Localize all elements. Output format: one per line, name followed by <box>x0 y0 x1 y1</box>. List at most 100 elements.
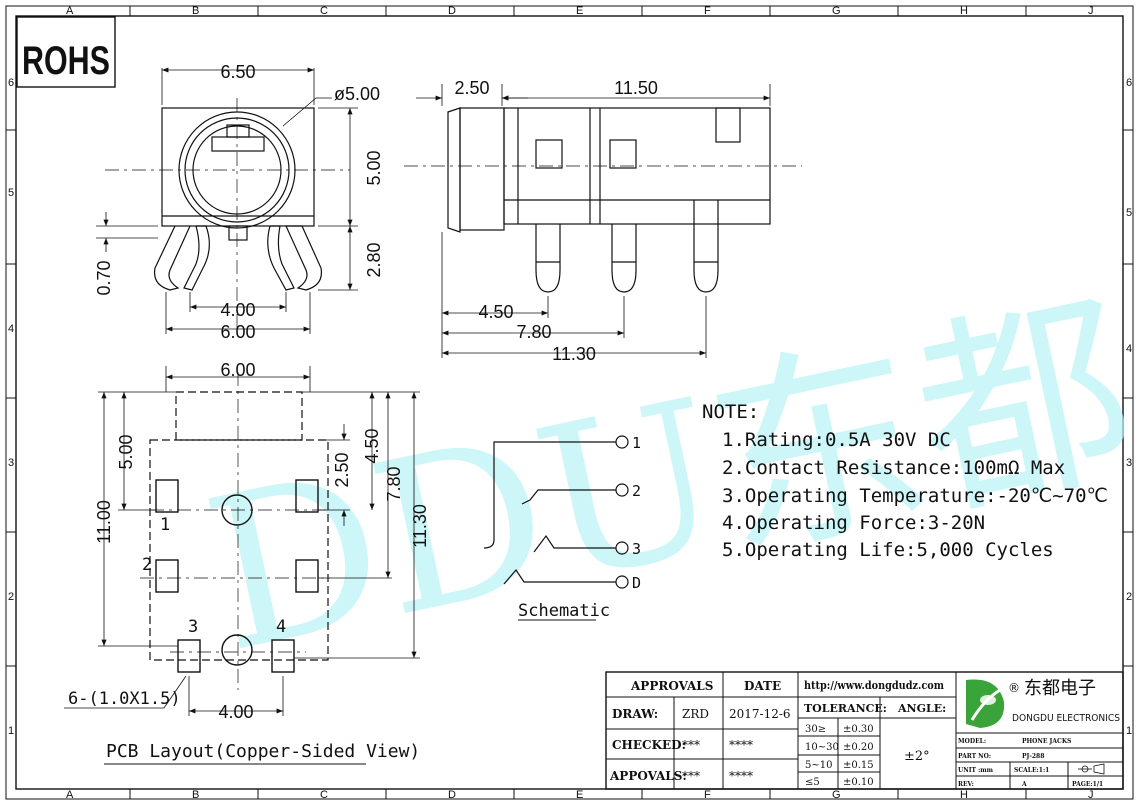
notes-title: NOTE: <box>702 401 759 423</box>
terminal-d: D <box>632 574 641 592</box>
dim-diameter: ø5.00 <box>334 84 380 104</box>
dim-pin-span-inner: 4.00 <box>220 300 255 320</box>
col-label: G <box>832 789 841 801</box>
dim-pad-span: 4.00 <box>218 702 253 722</box>
checked-label: CHECKED: <box>612 738 686 752</box>
pcb-caption: PCB Layout(Copper-Sided View) <box>106 741 420 762</box>
row-label: 1 <box>8 725 14 737</box>
dim-height: 5.00 <box>364 150 384 185</box>
dim-nose: 2.50 <box>454 78 489 98</box>
checked-name: *** <box>682 738 700 752</box>
unit-label: UNIT :mm <box>958 767 994 774</box>
rohs-label: ROHS <box>22 39 110 83</box>
registered-mark: ® <box>1008 681 1020 695</box>
tol-value: ±0.30 <box>843 724 874 735</box>
pad-note: 6-(1.0X1.5) <box>68 689 181 709</box>
approvals-label: APPOVALS: <box>609 769 687 783</box>
col-label: H <box>960 5 968 17</box>
side-view <box>404 84 802 358</box>
draw-label: DRAW: <box>612 707 658 721</box>
approvals-header: APPROVALS <box>630 679 713 693</box>
col-label: E <box>576 789 583 801</box>
dim-pcb-500: 5.00 <box>116 434 136 469</box>
approvals-name: *** <box>682 769 700 783</box>
tol-range: 30≥ <box>805 724 826 735</box>
col-label: J <box>1088 789 1094 801</box>
border-frame <box>5 5 1134 800</box>
col-label: G <box>832 5 841 17</box>
dim-pin-span-outer: 6.00 <box>220 322 255 342</box>
note-item: 3.Operating Temperature:-20℃~70℃ <box>722 485 1108 507</box>
border-labels: A B C D E F G H J A B C D E F G H J 6 5 … <box>8 5 1132 801</box>
pcb-layout <box>64 366 420 716</box>
row-label: 6 <box>8 77 14 89</box>
company-url: http://www.dongdudz.com <box>804 679 944 692</box>
pin-label-2: 2 <box>142 555 152 575</box>
row-label: 1 <box>1126 725 1132 737</box>
checked-date: **** <box>729 738 753 752</box>
row-label: 6 <box>1126 77 1132 89</box>
row-label: 3 <box>8 457 14 469</box>
row-label: 5 <box>1126 207 1132 219</box>
tol-range: 10~30 <box>805 742 839 753</box>
projection-symbol-icon <box>1078 763 1105 775</box>
row-label: 4 <box>1126 343 1132 355</box>
tol-value: ±0.10 <box>843 777 874 788</box>
col-label: F <box>704 5 711 17</box>
part-info: MODEL: PHONE JACKS PART NO: PJ-288 UNIT … <box>958 738 1103 788</box>
pin-label-1: 1 <box>160 515 170 535</box>
col-label: B <box>192 789 199 801</box>
dim-pcb-width: 6.00 <box>220 360 255 380</box>
schematic <box>483 435 629 589</box>
col-label: A <box>66 5 74 17</box>
title-block <box>605 671 1124 790</box>
col-label: B <box>192 5 199 17</box>
company-name-cn: 东都电子 <box>1024 678 1096 699</box>
page-label: PAGE:1/1 <box>1072 781 1103 788</box>
front-view <box>96 67 358 334</box>
partno-label: PART NO: <box>958 753 991 760</box>
col-label: E <box>576 5 583 17</box>
tol-range: ≤5 <box>805 777 820 788</box>
row-label: 2 <box>8 591 14 603</box>
col-label: C <box>320 789 328 801</box>
terminal-3: 3 <box>632 540 641 558</box>
col-label: C <box>320 5 328 17</box>
approvals-date: **** <box>729 769 753 783</box>
draw-date: 2017-12-6 <box>729 707 791 721</box>
note-item: 2.Contact Resistance:100mΩ Max <box>722 457 1065 479</box>
tol-range: 5~10 <box>805 760 832 771</box>
dim-pin1: 4.50 <box>478 302 513 322</box>
col-label: H <box>960 789 968 801</box>
dim-pcb-250: 2.50 <box>332 452 352 487</box>
title-block-text: APPROVALS DATE http://www.dongdudz.com D… <box>609 679 946 788</box>
watermark: DDU东都 <box>188 266 1139 700</box>
dim-pcb-780: 7.80 <box>384 466 404 501</box>
note-item: 4.Operating Force:3-20N <box>722 512 985 534</box>
dim-pcb-1100: 11.00 <box>94 500 114 544</box>
company-logo-icon <box>966 679 1005 728</box>
tol-value: ±0.20 <box>843 742 874 753</box>
dim-body: 11.50 <box>614 78 658 98</box>
rev-label: REV: <box>958 781 974 788</box>
draw-name: ZRD <box>682 707 709 721</box>
rohs-box: ROHS <box>16 16 116 88</box>
dim-pin-height: 2.80 <box>364 242 384 277</box>
col-label: D <box>448 5 456 17</box>
company-name-en: DONGDU ELECTRONICS <box>1012 713 1120 724</box>
tol-value: ±0.15 <box>843 760 874 771</box>
partno-value: PJ-288 <box>1022 753 1044 760</box>
col-label: J <box>1088 5 1094 17</box>
dim-pin3: 11.30 <box>552 344 596 364</box>
angle-label: ANGLE: <box>897 702 946 715</box>
dim-width-top: 6.50 <box>220 62 255 82</box>
dim-pin-offset: 0.70 <box>94 260 114 295</box>
note-item: 1.Rating:0.5A 30V DC <box>722 429 951 451</box>
angle-value: ±2° <box>904 749 930 764</box>
dim-pcb-1130: 11.30 <box>410 504 430 548</box>
terminal-1: 1 <box>632 434 641 452</box>
row-label: 2 <box>1126 591 1132 603</box>
rev-value: A <box>1021 781 1027 788</box>
